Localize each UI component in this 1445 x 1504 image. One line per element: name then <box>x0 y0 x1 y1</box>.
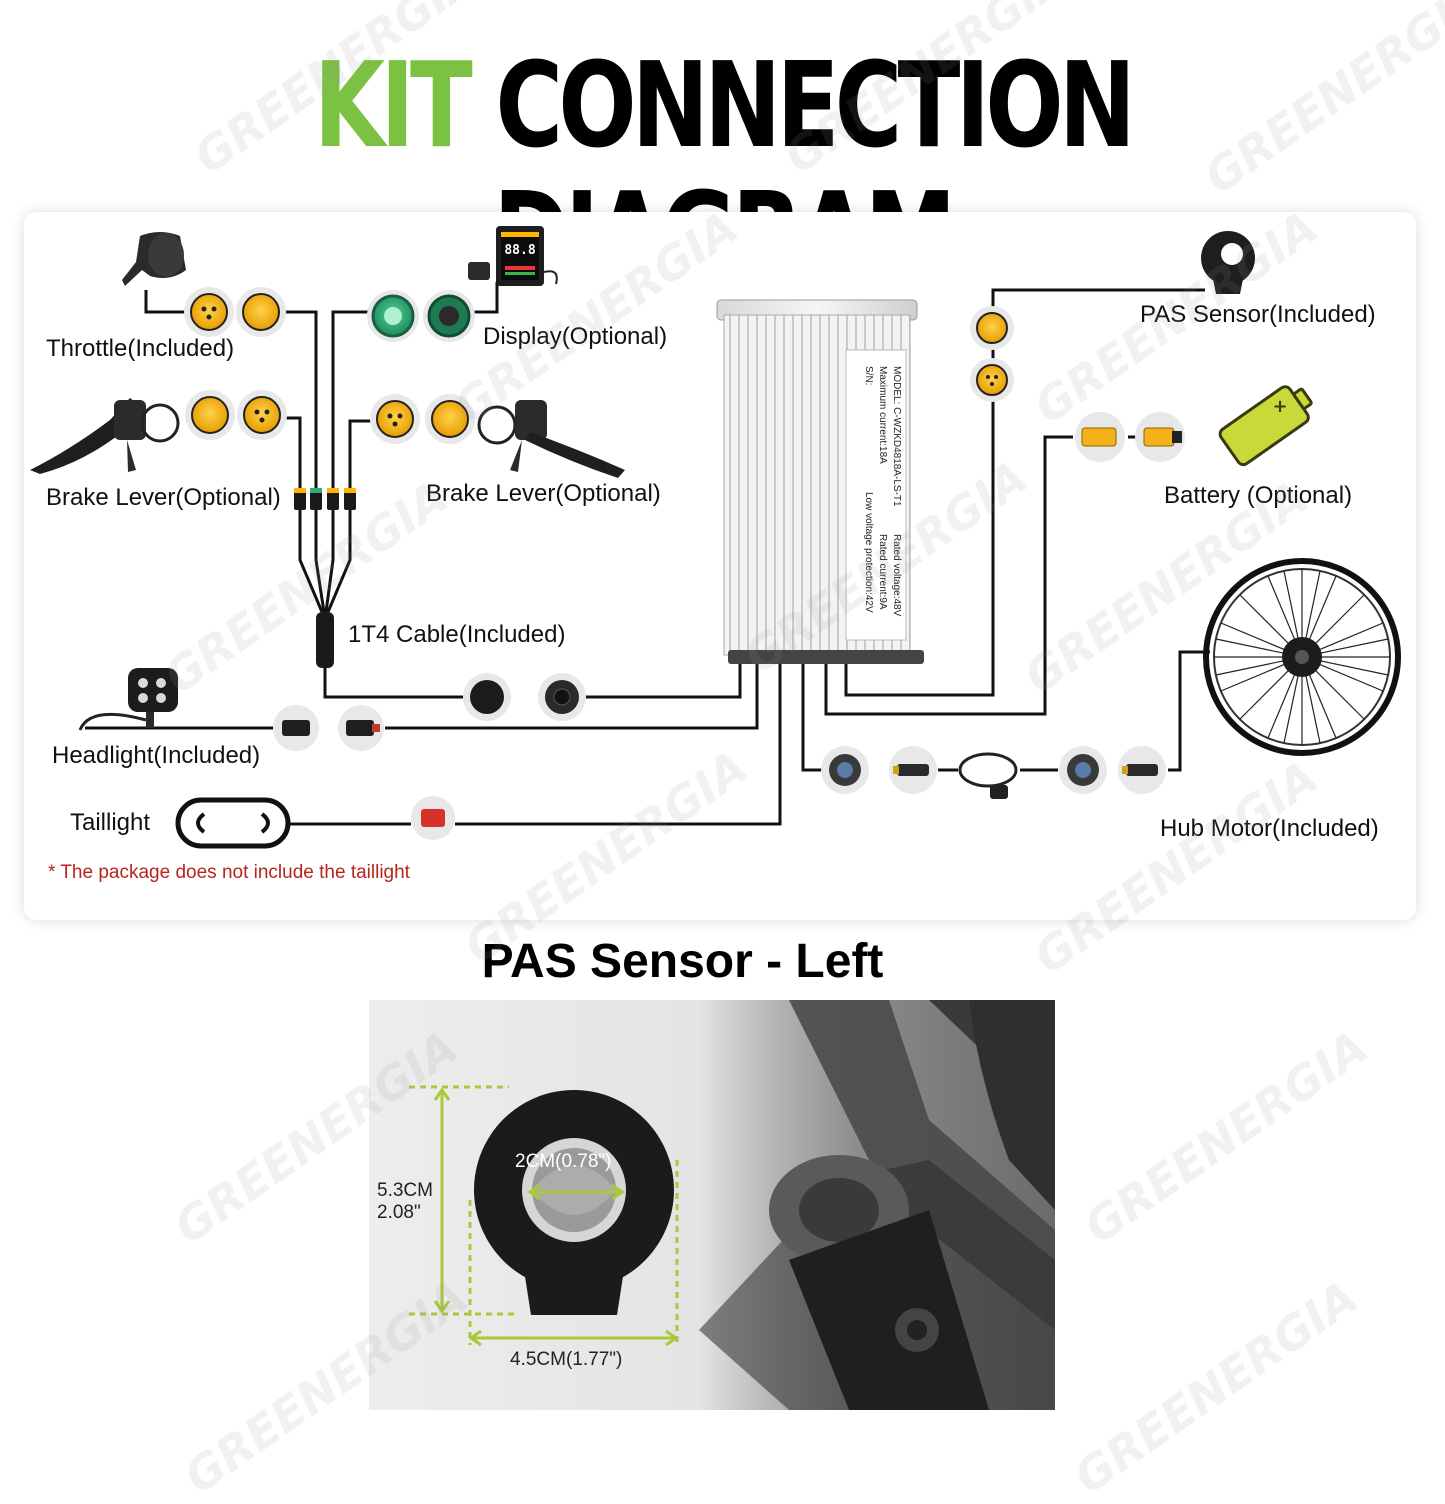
pas-connector-2 <box>970 358 1014 402</box>
wire-split-3 <box>324 510 335 613</box>
wire-split-2 <box>314 510 326 613</box>
display-connector-2 <box>423 290 475 342</box>
wire-throttle-cable <box>285 310 318 490</box>
brake-lever-left-icon <box>30 398 180 474</box>
display-digits: 88.8 <box>504 243 535 258</box>
1t4-cable <box>294 488 356 668</box>
controller-label: MODEL: C-WZKD4818A-LS-T1 Maximum current… <box>863 366 902 617</box>
hub-motor-wheel-icon <box>1203 558 1401 756</box>
controller-max-current: Maximum current:18A <box>877 366 888 464</box>
wire-motor-hub <box>1168 650 1210 772</box>
wires <box>85 282 1210 826</box>
wire-pas <box>844 288 1205 697</box>
wire-brake-right <box>348 419 371 490</box>
dim-inner: 2CM(0.78") <box>515 1151 612 1172</box>
taillight-connector <box>411 796 455 840</box>
brake-right-connector-2 <box>425 394 475 444</box>
label-display: Display(Optional) <box>483 323 668 350</box>
controller-rated-current: Rated current:9A <box>877 534 888 610</box>
label-battery: Battery (Optional) <box>1164 482 1353 509</box>
controller-box <box>716 299 924 664</box>
controller-rated-voltage: Rated voltage:48V <box>891 534 902 617</box>
wire-1t4-controller <box>585 660 742 699</box>
wire-display-cable <box>331 310 368 490</box>
throttle-connector-2 <box>236 287 286 337</box>
battery-icon: + <box>1218 385 1313 467</box>
motor-connector-4 <box>1118 746 1166 794</box>
display-connector-1 <box>367 290 419 342</box>
pas-photo-illustration <box>409 1000 1055 1410</box>
1t4-connector-2 <box>538 673 586 721</box>
wire-throttle <box>144 290 185 314</box>
pas-disc-icon <box>474 1090 674 1315</box>
1t4-connector-1 <box>463 673 511 721</box>
controller-model: MODEL: C-WZKD4818A-LS-T1 <box>891 366 902 507</box>
taillight-icon <box>175 797 291 849</box>
brake-right-connector-1 <box>370 394 420 444</box>
battery-connector-2 <box>1135 412 1185 462</box>
svg-text:+: + <box>1272 396 1287 417</box>
motor-extension-cable <box>958 752 1018 799</box>
brake-left-connector-2 <box>237 390 287 440</box>
wire-headlight-controller <box>385 660 759 730</box>
dim-height-in: 2.08" <box>377 1202 421 1223</box>
label-hub-motor: Hub Motor(Included) <box>1160 815 1379 842</box>
controller-sn: S/N: <box>863 366 874 385</box>
dimension-lines <box>409 1085 679 1347</box>
motor-connector-1 <box>821 746 869 794</box>
pas-sensor-icon <box>1201 231 1255 294</box>
headlight-connector-2 <box>338 705 384 751</box>
title-kit: KIT <box>313 36 473 174</box>
throttle-connector-1 <box>184 287 234 337</box>
label-brake-right: Brake Lever(Optional) <box>426 480 661 507</box>
wire-taillight-controller <box>455 660 782 826</box>
label-brake-left: Brake Lever(Optional) <box>46 484 281 511</box>
brake-left-connector-1 <box>185 390 235 440</box>
wire-display <box>473 282 499 314</box>
controller-low-voltage: Low voltage protection:42V <box>863 492 874 613</box>
wire-1t4-main <box>323 668 463 699</box>
pas-connector-1 <box>970 306 1014 350</box>
headlight-icon <box>78 668 178 731</box>
label-1t4-cable: 1T4 Cable(Included) <box>348 621 566 648</box>
motor-connector-3 <box>1059 746 1107 794</box>
throttle-icon <box>122 232 186 286</box>
label-throttle: Throttle(Included) <box>46 335 235 362</box>
motor-connector-2 <box>889 746 937 794</box>
battery-connector-1 <box>1075 412 1125 462</box>
connection-diagram: 88.8 <box>30 226 1401 849</box>
wire-motor <box>801 660 822 772</box>
dim-height-cm: 5.3CM <box>377 1180 433 1201</box>
headlight-connector-1 <box>273 705 319 751</box>
pas-sensor-photo <box>369 1000 1055 1410</box>
label-pas-sensor: PAS Sensor(Included) <box>1140 301 1376 328</box>
pas-section-title: PAS Sensor - Left <box>481 935 884 988</box>
label-taillight: Taillight <box>70 809 151 836</box>
taillight-note: * The package does not include the taill… <box>48 862 410 883</box>
wire-brake-left <box>286 416 302 490</box>
dim-width: 4.5CM(1.77") <box>510 1349 623 1370</box>
wire-split-4 <box>326 510 352 613</box>
label-headlight: Headlight(Included) <box>52 742 261 769</box>
wire-battery <box>824 435 1073 716</box>
brake-lever-right-icon <box>477 400 625 478</box>
display-icon: 88.8 <box>468 226 558 286</box>
wire-split-1 <box>298 510 324 613</box>
